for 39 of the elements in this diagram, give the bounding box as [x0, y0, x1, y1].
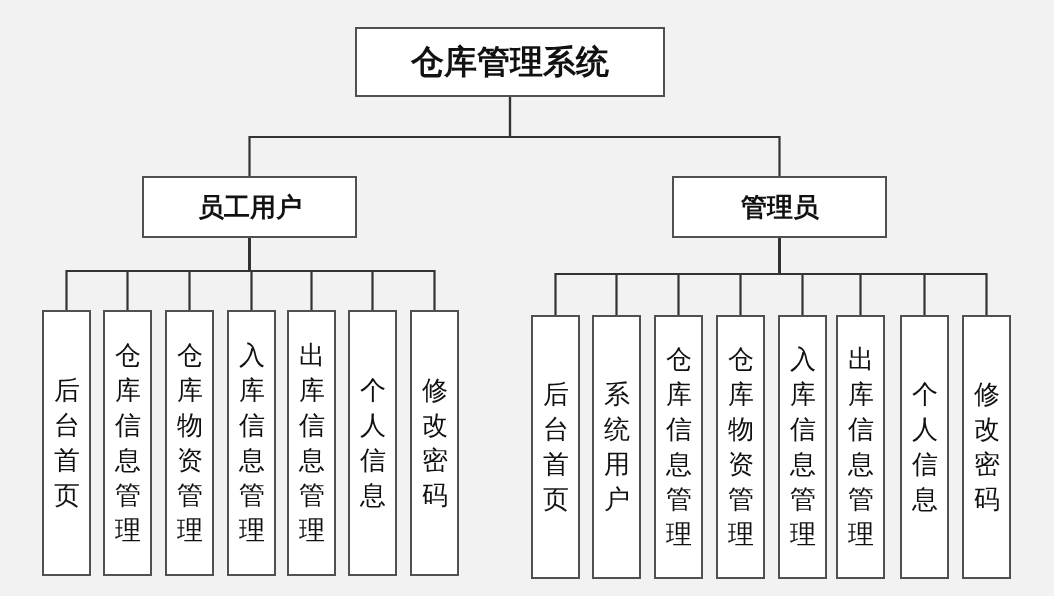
node-label: 出库信息管理	[297, 339, 326, 547]
module-box	[654, 315, 703, 579]
node-label: 修改密码	[972, 378, 1001, 516]
module-box	[348, 310, 397, 576]
module-box	[836, 315, 885, 579]
system-box	[355, 27, 665, 97]
module-box	[531, 315, 580, 579]
node-label: 后台首页	[52, 374, 81, 512]
module-box	[778, 315, 827, 579]
node-label: 后台首页	[541, 378, 570, 516]
module-box	[716, 315, 765, 579]
role-box	[142, 176, 357, 238]
module-box	[410, 310, 459, 576]
connector-line	[508, 97, 781, 176]
module-box	[287, 310, 336, 576]
node-label: 出库信息管理	[846, 343, 875, 551]
module-box	[42, 310, 91, 576]
node-label: 仓库信息管理	[664, 343, 693, 551]
module-box	[227, 310, 276, 576]
module-box	[103, 310, 152, 576]
node-label: 入库信息管理	[237, 339, 266, 547]
node-label: 个人信息	[358, 374, 387, 512]
module-box	[900, 315, 949, 579]
node-label: 修改密码	[420, 374, 449, 512]
node-label: 入库信息管理	[788, 343, 817, 551]
node-label: 个人信息	[910, 378, 939, 516]
node-label: 系统用户	[602, 378, 631, 516]
module-box	[165, 310, 214, 576]
connector-line	[248, 238, 436, 310]
module-box	[592, 315, 641, 579]
node-label: 员工用户	[197, 190, 302, 224]
role-box	[672, 176, 887, 238]
node-label: 仓库物资管理	[726, 343, 755, 551]
node-label: 仓库信息管理	[113, 339, 142, 547]
node-label: 仓库管理系统	[411, 40, 609, 83]
module-box	[962, 315, 1011, 579]
node-label: 管理员	[740, 190, 819, 224]
connector-line	[778, 238, 988, 315]
node-label: 仓库物资管理	[175, 339, 204, 547]
